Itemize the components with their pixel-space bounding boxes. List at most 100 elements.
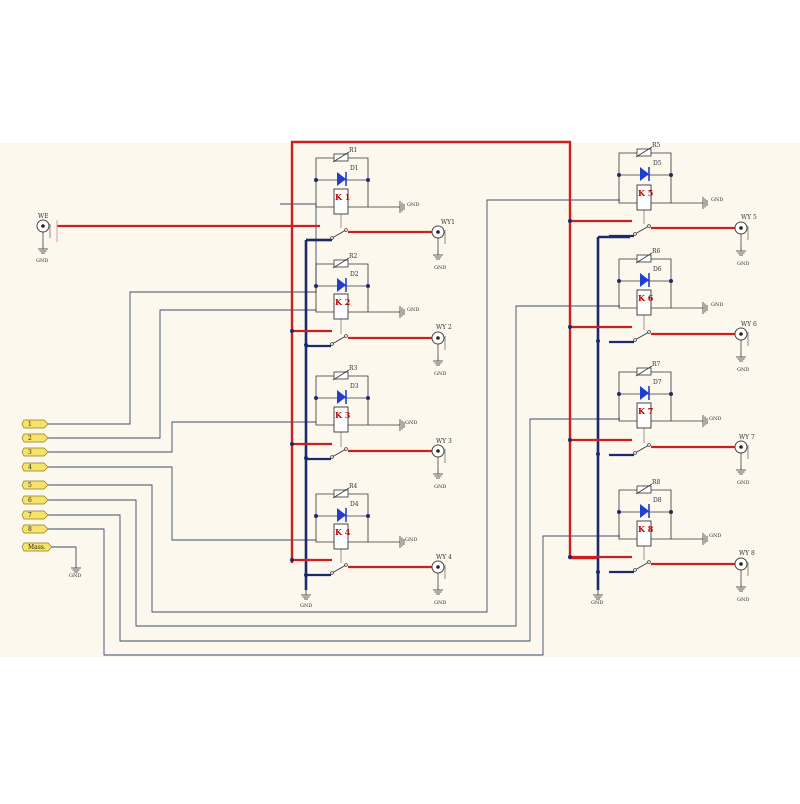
output-coax-connector: [431, 444, 446, 469]
diode-icon: [337, 278, 346, 292]
relay-block-k5: [609, 146, 749, 256]
power-tap-node: [290, 558, 294, 562]
rail-ground-right: [593, 590, 603, 600]
connector-pin-label: Mass.: [28, 544, 46, 551]
output-connector-label: WY 2: [436, 324, 452, 331]
rail-junction: [596, 452, 600, 456]
output-ground: [433, 469, 443, 479]
switch-contact: [634, 331, 650, 341]
output-ground-label: GND: [737, 367, 749, 373]
components-layer: [21, 146, 749, 600]
output-ground-label: GND: [434, 265, 446, 271]
resistor-body: [333, 259, 349, 268]
output-connector-label: WY 7: [739, 434, 755, 441]
resistor-body: [333, 489, 349, 498]
output-ground-label: GND: [737, 597, 749, 603]
relay-block-k7: [609, 365, 749, 475]
relay-block-k2: [306, 257, 446, 366]
diode-label: D2: [350, 271, 359, 278]
output-ground: [736, 246, 746, 256]
rail-junction: [596, 570, 600, 574]
output-connector-label: WY 4: [436, 554, 452, 561]
coax-center: [739, 562, 743, 566]
diode-icon: [337, 508, 346, 522]
output-connector-label: WY 6: [741, 321, 757, 328]
connector-pin-label: 3: [28, 449, 32, 456]
coil-ground-symbol: [399, 306, 405, 318]
relay-block-k6: [609, 252, 749, 362]
coax-center: [436, 565, 440, 569]
resistor-arrow: [332, 151, 350, 163]
coil-wire: [618, 512, 637, 540]
output-coax-connector: [431, 331, 446, 356]
coil-ground-label: GND: [709, 416, 721, 422]
connector-pin-6: [21, 495, 49, 505]
resistor-label: R3: [349, 365, 358, 372]
relay-block-k8: [609, 483, 749, 592]
input-coax-connector: [36, 219, 51, 244]
resistor-label: R4: [349, 483, 358, 490]
output-ground: [736, 352, 746, 362]
power-tap-node: [568, 555, 572, 559]
coil-wire: [618, 175, 637, 204]
connector-pin-label: 8: [28, 526, 32, 533]
resistor-arrow: [332, 257, 350, 269]
coil-wire: [315, 516, 334, 543]
coil-wire: [315, 398, 334, 426]
coil-ground-symbol: [399, 536, 405, 548]
output-connector-label: WY 3: [436, 438, 452, 445]
connector-pin-label: 5: [28, 482, 32, 489]
relay-coil-label: K 1: [335, 192, 350, 202]
input-connector-label: WE: [38, 213, 49, 220]
coax-center: [739, 332, 743, 336]
switch-contact: [634, 444, 650, 454]
coax-center: [436, 449, 440, 453]
coax-center: [436, 336, 440, 340]
output-coax-connector: [734, 221, 749, 246]
coil-ground-symbol: [702, 415, 708, 427]
diode-label: D8: [653, 497, 662, 504]
output-coax-connector: [734, 327, 749, 352]
switch-node: [344, 563, 348, 567]
resistor-arrow: [635, 146, 653, 158]
resistor-arrow: [332, 487, 350, 499]
signal-wire-1: [30, 203, 317, 425]
output-ground-label: GND: [434, 600, 446, 606]
switch-contact: [331, 564, 347, 574]
coil-ground-label: GND: [405, 420, 417, 426]
switch-node: [330, 571, 334, 575]
resistor-body: [636, 485, 652, 494]
connector-pin-1: [21, 419, 49, 429]
relay-coil-label: K 6: [638, 293, 654, 303]
coil-wire: [618, 394, 637, 422]
switch-node: [633, 568, 637, 572]
output-ground: [736, 465, 746, 475]
diode-icon: [640, 273, 649, 287]
signal-wire-4: [30, 466, 316, 541]
coil-ground-label: GND: [711, 302, 723, 308]
switch-node: [344, 228, 348, 232]
relay-coil-label: K 2: [335, 297, 350, 307]
output-ground: [433, 356, 443, 366]
coax-center: [739, 445, 743, 449]
rail-ground-left-label: GND: [300, 603, 312, 609]
switch-contact: [331, 335, 347, 345]
resistor-label: R6: [652, 248, 661, 255]
resistor-arrow: [635, 252, 653, 264]
coil-ground-symbol: [702, 302, 708, 314]
input-ground-label: GND: [36, 258, 48, 264]
output-coax-connector: [431, 225, 446, 250]
relay-coil-label: K 7: [638, 406, 653, 416]
power-tap-node: [290, 329, 294, 333]
coil-wire: [315, 180, 334, 208]
switch-node: [330, 236, 334, 240]
connector-pin-3: [21, 447, 49, 457]
coil-ground-label: GND: [709, 533, 721, 539]
relay-coil-label: K 4: [335, 527, 351, 537]
coil-ground-symbol: [702, 533, 708, 545]
switch-node: [647, 443, 651, 447]
output-ground: [433, 250, 443, 260]
resistor-label: R2: [349, 253, 358, 260]
